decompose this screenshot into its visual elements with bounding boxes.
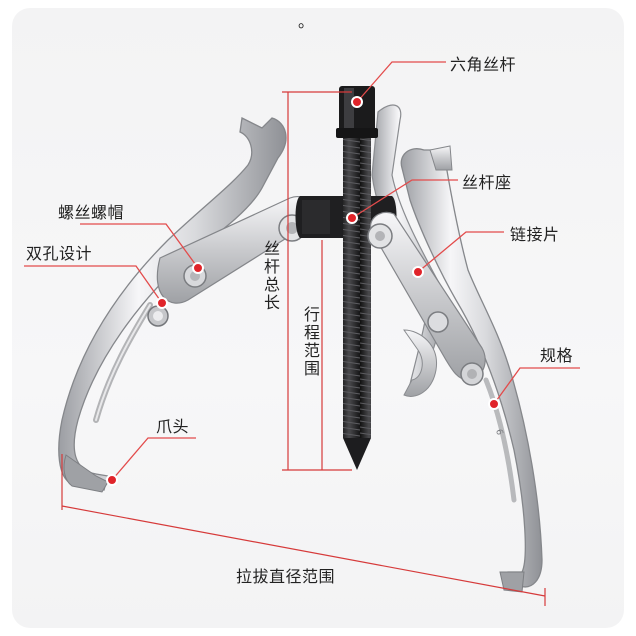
- dimension-lines: [61, 91, 546, 606]
- label-spec: 规格: [540, 346, 574, 365]
- marker-link-plate: [412, 266, 424, 278]
- callout-bolt-nut-line: [80, 223, 199, 269]
- callout-claw-head-line: [111, 437, 196, 481]
- label-bolt-nut: 螺丝螺帽: [58, 203, 125, 222]
- right-claw: [400, 145, 543, 593]
- double-hole-detail: [147, 305, 169, 327]
- label-hex-screw: 六角丝杆: [450, 55, 517, 74]
- callout-double-hole-line: [24, 265, 163, 304]
- label-link-plate: 链接片: [510, 225, 560, 244]
- callout-spec-line: [493, 367, 580, 405]
- left-claw: [58, 117, 287, 493]
- svg-text:6: 6: [493, 428, 504, 436]
- label-double-hole: 双孔设计: [26, 244, 93, 263]
- marker-bolt-nut: [192, 262, 204, 274]
- label-screw-seat: 丝杆座: [462, 173, 512, 192]
- label-stroke-range: 行程范围: [301, 306, 320, 378]
- marker-double-hole: [156, 297, 168, 309]
- callout-screw-seat-line: [351, 179, 458, 219]
- label-claw-head: 爪头: [156, 417, 190, 436]
- callout-hex-screw-line: [356, 61, 446, 103]
- right-link-plate: 6: [367, 211, 504, 437]
- callout-link-plate-line: [417, 231, 504, 273]
- callout-lines: [24, 61, 580, 481]
- label-pull-diameter-range: 拉拔直径范围: [236, 567, 336, 586]
- hex-screw: [336, 86, 378, 470]
- pull-diameter-dimension: [61, 505, 546, 597]
- label-screw-total-length: 丝杆总长: [261, 240, 280, 312]
- marker-claw-head: [106, 474, 118, 486]
- markers: [106, 96, 500, 486]
- marker-screw-seat: [346, 212, 358, 224]
- marker-hex-screw: [351, 96, 363, 108]
- marker-spec: [488, 398, 500, 410]
- top-mark: 。: [298, 12, 315, 31]
